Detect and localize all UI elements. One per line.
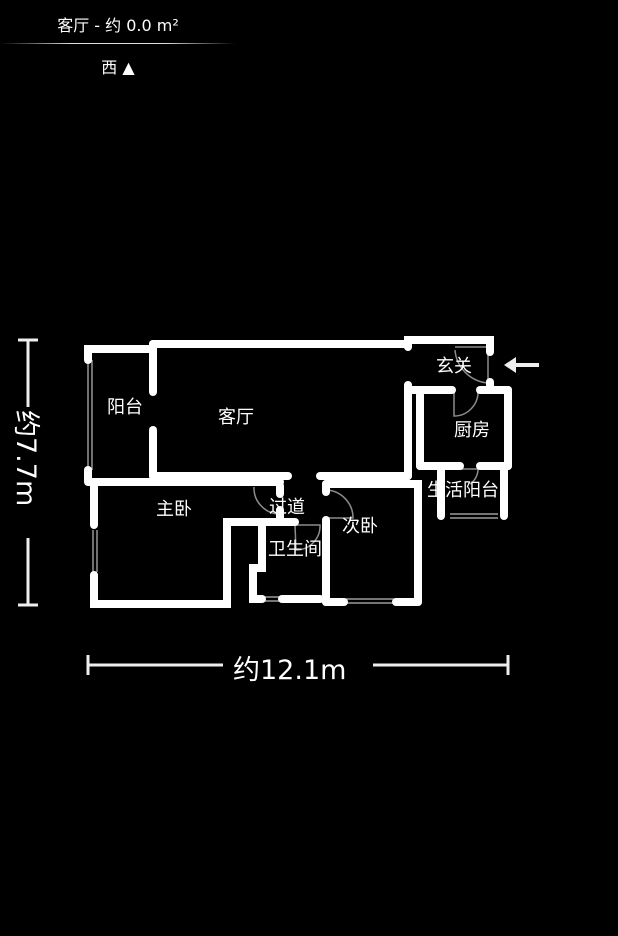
divider: [0, 43, 236, 44]
room-label-second-bedroom[interactable]: 次卧: [342, 516, 378, 537]
room-label-kitchen[interactable]: 厨房: [454, 420, 490, 441]
room-label-master-bedroom[interactable]: 主卧: [156, 499, 192, 520]
room-label-balcony[interactable]: 阳台: [107, 397, 143, 418]
height-dimension: 约7.7m: [10, 410, 41, 507]
room-label-utility-balcony[interactable]: 生活阳台: [427, 480, 499, 501]
walls: [84, 336, 512, 608]
dimension-lines: [18, 338, 510, 675]
room-label-entrance[interactable]: 玄关: [436, 356, 472, 377]
room-label-corridor[interactable]: 过道: [269, 497, 305, 518]
arrow-left-icon: [504, 357, 539, 373]
room-title: 客厅 - 约 0.0 m²: [57, 16, 179, 35]
width-dimension: 约12.1m: [233, 655, 347, 686]
room-label-living[interactable]: 客厅: [218, 407, 254, 428]
orientation-indicator[interactable]: 西 ▲: [101, 58, 135, 77]
room-label-bathroom[interactable]: 卫生间: [268, 539, 322, 560]
